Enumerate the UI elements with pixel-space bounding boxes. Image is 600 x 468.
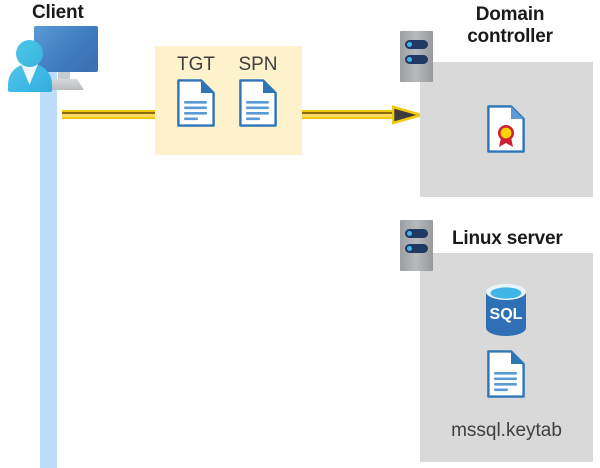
document-icon: [177, 79, 215, 127]
linux-server-title: Linux server: [452, 228, 563, 249]
request-arrow-segment-right: [299, 110, 397, 119]
monitor-screen-icon: [34, 26, 98, 72]
spn-label: SPN: [238, 54, 278, 75]
keytab-filename-label: mssql.keytab: [451, 420, 562, 441]
person-head-icon: [16, 40, 43, 67]
domain-controller-title-line-2: controller: [467, 26, 553, 47]
client-lifeline: [40, 72, 57, 468]
domain-controller-server-rack-icon: [400, 31, 433, 82]
document-icon: [239, 79, 277, 127]
request-arrow-segment-left: [62, 110, 158, 119]
domain-controller-title: Domain controller: [430, 4, 590, 48]
linux-server-rack-icon: [400, 220, 433, 271]
sql-database-icon: SQL: [483, 281, 529, 339]
request-arrowhead-icon: [392, 100, 422, 130]
client-title: Client: [32, 2, 84, 23]
svg-text:SQL: SQL: [490, 306, 523, 323]
spn-token: SPN: [232, 54, 284, 127]
domain-controller-title-line-1: Domain: [475, 4, 545, 25]
user-monitor-icon: [8, 26, 100, 92]
tgt-label: TGT: [177, 54, 215, 75]
certificate-document-icon: [487, 105, 525, 153]
monitor-base-icon: [46, 79, 84, 90]
server-indicator-bottom: [405, 244, 428, 253]
keytab-document-icon: [487, 350, 525, 398]
tgt-token: TGT: [170, 54, 222, 127]
monitor-neck-icon: [58, 72, 70, 81]
server-indicator-top: [405, 40, 428, 49]
server-indicator-bottom: [405, 55, 428, 64]
server-indicator-top: [405, 229, 428, 238]
